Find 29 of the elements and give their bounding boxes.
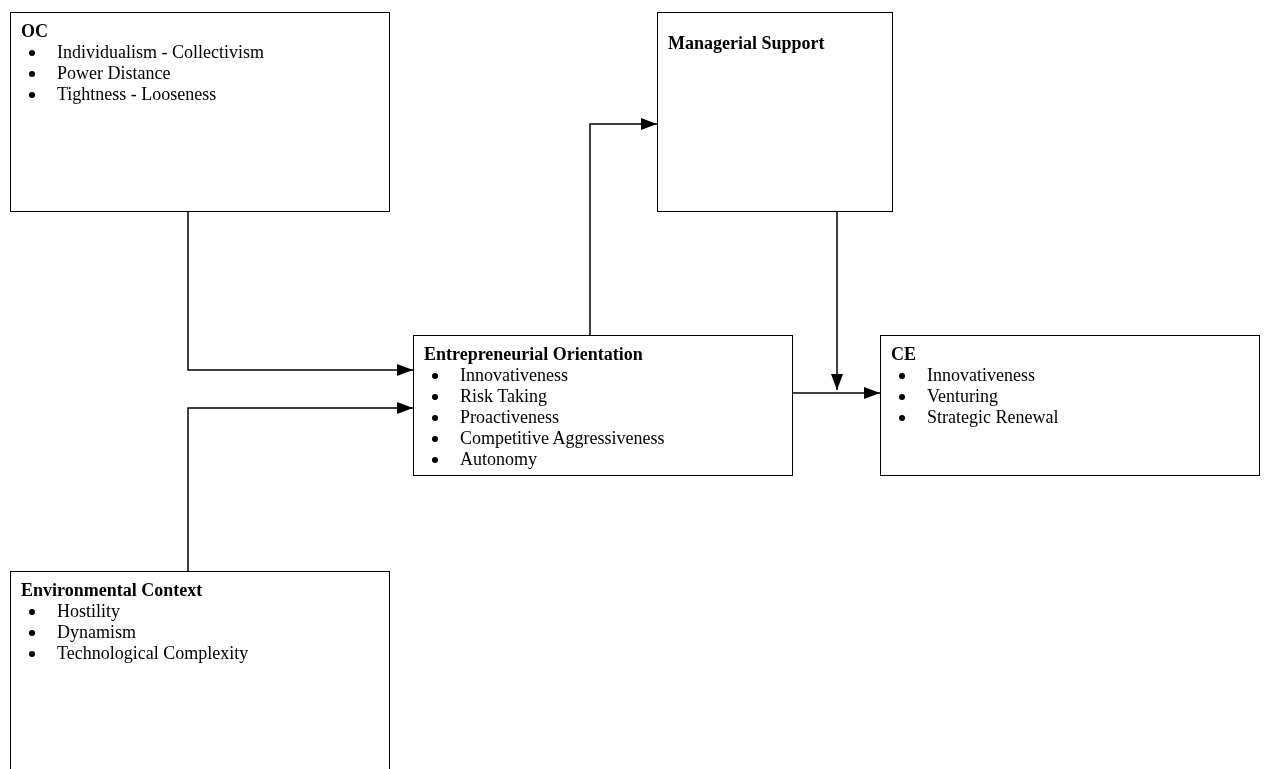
box-heading: CE <box>891 344 916 365</box>
bullet-item: Proactiveness <box>460 407 559 428</box>
concept-box <box>10 571 390 769</box>
bullet-item: Individualism - Collectivism <box>57 42 264 63</box>
arrow <box>792 387 881 399</box>
concept-box <box>657 12 893 212</box>
arrow <box>187 402 414 572</box>
box-heading: Managerial Support <box>668 33 825 54</box>
bullet-item: Venturing <box>927 386 998 407</box>
bullet-item: Technological Complexity <box>57 643 249 664</box>
arrow <box>187 211 414 376</box>
arrow <box>831 211 843 391</box>
bullet-item: Strategic Renewal <box>927 407 1059 428</box>
bullet-item: Tightness - Looseness <box>57 84 217 105</box>
bullet-item: Dynamism <box>57 622 136 643</box>
arrow <box>589 118 658 336</box>
bullet-item: Autonomy <box>460 449 537 470</box>
bullet-item: Competitive Aggressiveness <box>460 428 665 449</box>
bullet-item: Innovativeness <box>927 365 1035 386</box>
box-heading: Environmental Context <box>21 580 203 601</box>
bullet-item: Hostility <box>57 601 120 622</box>
bullet-item: Power Distance <box>57 63 171 84</box>
concept-box <box>10 12 390 212</box>
bullet-item: Risk Taking <box>460 386 547 407</box>
box-heading: OC <box>21 21 48 42</box>
bullet-item: Innovativeness <box>460 365 568 386</box>
concept-box <box>413 335 793 476</box>
box-heading: Entrepreneurial Orientation <box>424 344 643 365</box>
concept-box <box>880 335 1260 476</box>
